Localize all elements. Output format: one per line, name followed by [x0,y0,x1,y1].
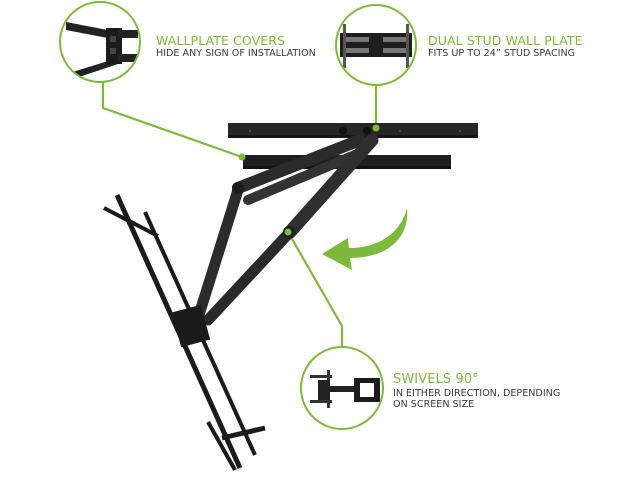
pointer-line-swivels [287,231,344,347]
articulating-arms [192,133,379,326]
tv-bracket [103,193,266,471]
pointer-dots [238,124,380,236]
callout-circle-swivels [300,346,384,430]
callout-circle-dual-stud [335,4,417,86]
callout-subtitle: FITS UP TO 24” STUD SPACING [428,48,576,59]
callout-wallplate-covers: WALLPLATE COVERS HIDE ANY SIGN OF INSTAL… [156,33,316,60]
pointer-line-wallplate-covers [101,82,243,159]
callout-dual-stud-wall-plate: DUAL STUD WALL PLATE FITS UP TO 24” STUD… [428,33,583,60]
callout-circle-wallplate-covers [59,1,141,83]
rotation-arrow-icon [322,208,408,270]
callout-swivels: SWIVELS 90° IN EITHER DIRECTION, DEPENDI… [393,372,560,411]
pointer-lines [101,82,378,347]
callout-title: WALLPLATE COVERS [156,33,286,48]
callout-title: SWIVELS 90° [393,372,479,387]
callout-title: DUAL STUD WALL PLATE [428,33,583,48]
callout-subtitle-line-2: ON SCREEN SIZE [393,399,475,411]
callout-subtitle-line-1: IN EITHER DIRECTION, DEPENDING [393,387,561,399]
callout-subtitle: HIDE ANY SIGN OF INSTALLATION [156,48,316,59]
